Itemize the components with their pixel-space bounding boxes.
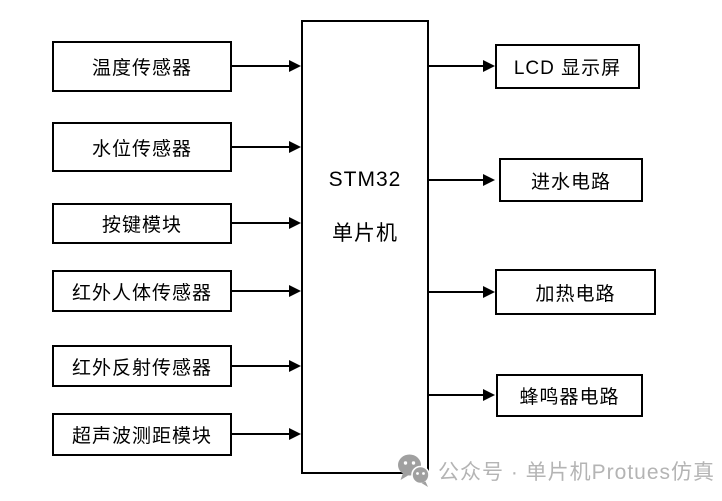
box-heating-circuit: 加热电路 (495, 269, 656, 315)
box-label: LCD 显示屏 (513, 58, 622, 79)
box-water-level-sensor: 水位传感器 (52, 122, 232, 172)
box-key-module: 按键模块 (52, 203, 232, 244)
mcu-label-line1: STM32 (328, 168, 402, 191)
box-buzzer-circuit: 蜂鸣器电路 (496, 374, 643, 417)
box-label: 超声波测距模块 (71, 426, 212, 447)
box-ir-reflect-sensor: 红外反射传感器 (52, 345, 232, 387)
box-label: 水位传感器 (91, 138, 192, 160)
arrow-mcu-to-water-inlet (429, 174, 495, 186)
box-label: 温度传感器 (91, 58, 192, 79)
box-ir-human-sensor: 红外人体传感器 (52, 270, 232, 312)
arrow-ultrasonic-to-mcu (232, 428, 301, 440)
box-water-inlet-circuit: 进水电路 (499, 158, 643, 202)
mcu-label-line2: 单片机 (332, 222, 398, 245)
box-label: 蜂鸣器电路 (519, 387, 620, 408)
box-ultrasonic-module: 超声波测距模块 (52, 413, 232, 456)
box-label: 红外反射传感器 (71, 357, 212, 379)
arrow-water-level-to-mcu (232, 141, 301, 153)
wechat-icon (398, 454, 430, 487)
arrow-temperature-to-mcu (232, 60, 301, 72)
watermark-text: 公众号 · 单片机Protues仿真 (438, 461, 716, 484)
arrow-mcu-to-heating (429, 286, 495, 298)
arrow-mcu-to-lcd (429, 60, 495, 72)
arrow-ir-reflect-to-mcu (232, 360, 301, 372)
box-label: 进水电路 (530, 171, 611, 193)
box-temperature-sensor: 温度传感器 (52, 41, 232, 92)
arrow-ir-human-to-mcu (232, 285, 301, 297)
box-lcd-display: LCD 显示屏 (495, 44, 640, 89)
arrow-key-module-to-mcu (232, 217, 301, 229)
box-label: 按键模块 (101, 215, 182, 236)
arrow-mcu-to-buzzer (429, 389, 495, 401)
box-stm32-mcu: STM32 单片机 (301, 20, 429, 474)
box-label: 红外人体传感器 (71, 282, 212, 304)
box-label: 加热电路 (535, 283, 616, 305)
watermark: 公众号 · 单片机Protues仿真 (396, 452, 715, 490)
